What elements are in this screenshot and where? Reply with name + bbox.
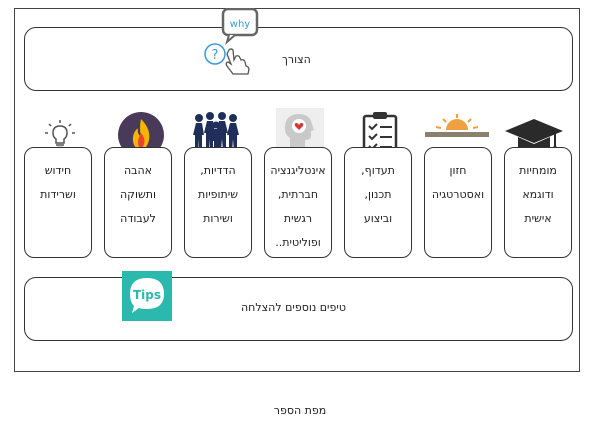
column-line: ותשוקה [119, 188, 156, 201]
column-reciprocity: הדדיות, שיתופיות ושירות [184, 147, 252, 258]
column-line: אהבה [123, 164, 153, 177]
column-vision: חזון ואסטרטגיה [424, 147, 492, 258]
book-map-frame [14, 8, 580, 372]
column-line: ופוליטית.. [275, 236, 321, 249]
column-line: ושירות [203, 212, 233, 225]
column-passion: אהבה ותשוקה לעבודה [104, 147, 172, 258]
need-label: הצורך [282, 53, 311, 66]
column-line: חברתית, [277, 188, 319, 201]
column-line: שיתופיות [197, 188, 239, 201]
book-map-caption: מפת הספר [273, 404, 327, 417]
column-line: ודוגמא [522, 188, 554, 201]
tips-icon-text: Tips [133, 288, 161, 302]
why-question-icon: why ? [203, 7, 261, 76]
column-line: לעבודה [120, 212, 156, 225]
tips-bar [24, 277, 573, 341]
column-line: תעדוף, [361, 164, 395, 177]
column-line: תכנון, [364, 188, 392, 201]
column-line: הדדיות, [200, 164, 236, 177]
sunrise-icon [424, 113, 490, 141]
tips-label: טיפים נוספים להצלחה [241, 301, 346, 314]
svg-text:?: ? [212, 48, 219, 63]
column-intelligence: אינטליגנציה חברתית, רגשית ופוליטית.. [264, 147, 332, 258]
column-line: ושרידות [40, 188, 76, 201]
column-innovation: חידוש ושרידות [24, 147, 92, 258]
column-line: רגשית [283, 212, 313, 225]
need-bar [24, 27, 573, 91]
column-line: חזון [449, 164, 467, 177]
column-line: חידוש [44, 164, 72, 177]
head-heart-icon [276, 108, 324, 152]
column-line: ואסטרטגיה [431, 188, 485, 201]
column-line: אישית [524, 212, 552, 225]
why-icon-text: why [230, 19, 251, 30]
column-prioritization: תעדוף, תכנון, וביצוע [344, 147, 412, 258]
column-expertise: מומחיות ודוגמא אישית [504, 147, 572, 258]
column-line: וביצוע [363, 212, 393, 225]
column-line: אינטליגנציה [270, 164, 326, 177]
flame-icon [117, 111, 165, 159]
lightbulb-icon [45, 120, 75, 150]
column-line: מומחיות [519, 164, 557, 177]
tips-icon: Tips [122, 271, 172, 321]
